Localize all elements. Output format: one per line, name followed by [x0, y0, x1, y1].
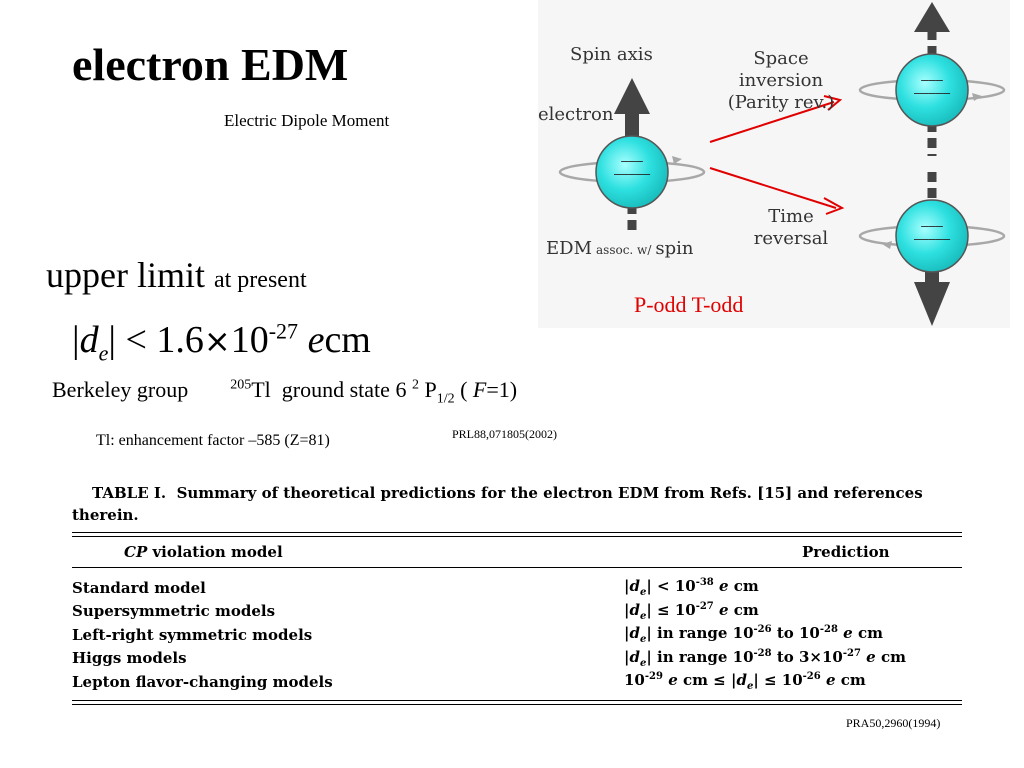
label-edm-spin: spin	[655, 238, 694, 259]
f-value: =1)	[486, 377, 518, 402]
formula-e: e	[307, 319, 325, 361]
row-model: Left-right symmetric models	[72, 625, 313, 644]
row-model: Higgs models	[72, 649, 187, 668]
label-parity-rev: (Parity rev.)	[728, 92, 835, 113]
formula-sub-e: e	[98, 340, 109, 366]
table-row: Standard model |de| < 10-38 e cm	[72, 576, 962, 600]
upper-limit-small: at present	[213, 267, 307, 293]
f-symbol: F	[472, 377, 487, 402]
parity-arrow	[709, 101, 835, 143]
axis-left-shaft	[625, 112, 639, 136]
symmetry-diagram: ‒‒‒ ‒‒‒‒‒ ‒‒‒ ‒‒‒‒‒ ‒‒‒ ‒‒‒‒‒	[538, 0, 1010, 328]
header-cp: CP	[124, 543, 148, 561]
spin-arrow-up-right	[914, 2, 950, 32]
label-edm-main: EDM	[546, 238, 592, 259]
formula-d: d	[79, 319, 99, 361]
reference-pra: PRA50,2960(1994)	[846, 716, 941, 730]
charges-br-2: ‒‒‒‒‒	[914, 232, 951, 246]
header-prediction: Prediction	[802, 543, 890, 561]
header-model: CP violation model	[72, 543, 802, 561]
charges-tr: ‒‒‒	[921, 73, 943, 87]
row-prediction: |de| in range 10-28 to 3×10-27 e cm	[624, 647, 906, 669]
table-row: Supersymmetric models |de| ≤ 10-27 e cm	[72, 600, 962, 624]
formula-unit: cm	[324, 319, 371, 361]
abs-bar-open: |	[72, 319, 80, 361]
table-caption-label: TABLE I.	[92, 484, 167, 502]
berkeley-line: Berkeley group 205Tl ground state 6 2 P1/…	[52, 377, 517, 407]
formula-lt: <	[125, 319, 147, 361]
charges-left-2: ‒‒‒‒‒	[614, 167, 651, 181]
label-spin-axis: Spin axis	[570, 44, 653, 65]
orbit-arrow-left	[672, 156, 682, 164]
label-electron: electron	[538, 104, 614, 125]
orbit-arrow-br	[882, 241, 892, 249]
table-header: CP violation model Prediction	[72, 537, 962, 567]
paren-open: (	[460, 377, 468, 402]
electron-left: ‒‒‒ ‒‒‒‒‒	[558, 78, 706, 230]
label-time: Time	[768, 206, 813, 227]
formula-exp: -27	[268, 318, 299, 344]
formula-mantissa: 1.6	[156, 319, 204, 361]
row-prediction: |de| in range 10-26 to 10-28 e cm	[624, 624, 883, 646]
formula-base: 10	[230, 319, 269, 361]
p-odd-t-odd-label: P-odd T-odd	[634, 292, 744, 317]
tl-element: Tl	[251, 377, 271, 402]
table-header-rule	[72, 567, 962, 568]
spin-arrow-down-right	[914, 282, 950, 326]
table-row: Left-right symmetric models |de| in range…	[72, 623, 962, 647]
reference-prl: PRL88,071805(2002)	[452, 427, 557, 441]
edm-limit-formula: |de| < 1.6×10-27 ecm	[72, 318, 371, 367]
label-reversal: reversal	[754, 228, 829, 249]
table-top-rule	[72, 532, 962, 537]
electron-top-right: ‒‒‒ ‒‒‒‒‒	[858, 2, 1006, 156]
abs-bar-close: |	[108, 319, 116, 361]
level-p-sub: 1/2	[436, 391, 455, 407]
parity-arrow-head	[823, 95, 843, 111]
label-space: Space	[753, 48, 808, 69]
spin-arrow-up-left	[614, 78, 650, 114]
charges-left: ‒‒‒	[621, 154, 643, 168]
level-sup: 2	[411, 377, 419, 393]
upper-limit-main: upper limit	[46, 255, 205, 295]
table-caption: TABLE I. Summary of theoretical predicti…	[72, 482, 962, 526]
label-edm: EDM assoc. w/spin	[546, 238, 694, 259]
enhancement-factor: Tl: enhancement factor –585 (Z=81)	[96, 432, 330, 449]
row-model: Lepton flavor-changing models	[72, 672, 333, 691]
berkeley-group: Berkeley group	[52, 377, 189, 402]
sphere-bottom-right	[895, 199, 969, 273]
row-prediction: 10-29 e cm ≤ |de| ≤ 10-26 e cm	[624, 671, 866, 693]
tl-mass: 205	[230, 377, 252, 393]
sphere-top-right	[895, 53, 969, 127]
ground-state: ground state 6	[281, 377, 407, 402]
orbit-arrow-tr	[972, 93, 982, 101]
subtitle: Electric Dipole Moment	[224, 111, 390, 130]
table-row: Higgs models |de| in range 10-28 to 3×10-…	[72, 647, 962, 671]
row-prediction: |de| ≤ 10-27 e cm	[624, 600, 759, 622]
time-arrow-head	[823, 197, 845, 215]
header-model-text: violation model	[152, 543, 283, 561]
upper-limit-heading: upper limit at present	[46, 254, 307, 296]
page-title: electron EDM	[72, 39, 349, 90]
charges-tr-2: ‒‒‒‒‒	[914, 86, 951, 100]
label-edm-small: assoc. w/	[596, 243, 652, 257]
table-caption-text: Summary of theoretical predictions for t…	[72, 484, 923, 524]
sphere-left	[595, 135, 669, 209]
formula-times: ×	[203, 322, 231, 360]
label-inversion: inversion	[739, 70, 824, 91]
table-row: Lepton flavor-changing models 10-29 e cm …	[72, 670, 962, 694]
row-prediction: |de| < 10-38 e cm	[624, 577, 759, 599]
time-arrow	[709, 167, 837, 209]
predictions-table: TABLE I. Summary of theoretical predicti…	[72, 482, 962, 705]
table-bottom-rule	[72, 699, 962, 705]
electron-bottom-right: ‒‒‒ ‒‒‒‒‒	[858, 172, 1006, 326]
row-model: Standard model	[72, 578, 206, 597]
row-model: Supersymmetric models	[72, 602, 276, 621]
level-p: P	[424, 377, 437, 402]
charges-br: ‒‒‒	[921, 219, 943, 233]
